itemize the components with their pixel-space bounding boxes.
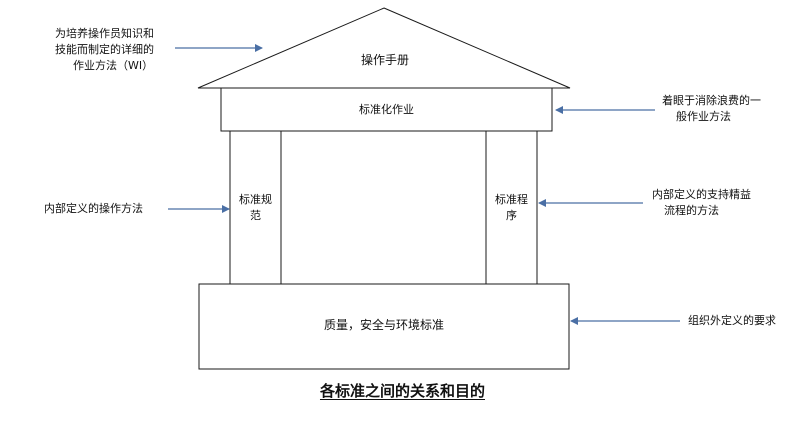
right-note-line-2: 流程的方法 xyxy=(664,204,719,217)
beam-note-line-1: 着眼于消除浪费的一 xyxy=(662,94,761,107)
diagram-title-text: 各标准之间的关系和目的 xyxy=(319,382,485,400)
left-note-line-1: 内部定义的操作方法 xyxy=(44,202,143,215)
beam-note-line-2: 般作业方法 xyxy=(676,110,731,123)
left-note: 内部定义的操作方法 xyxy=(44,201,143,217)
foundation-label: 质量，安全与环境标准 xyxy=(323,318,444,332)
beam-note: 着眼于消除浪费的一 般作业方法 xyxy=(662,93,761,125)
right-pillar-line-2: 序 xyxy=(506,209,517,222)
left-pillar-line-1: 标准规 xyxy=(239,193,272,206)
right-note: 内部定义的支持精益 流程的方法 xyxy=(652,187,751,219)
roof-label: 操作手册 xyxy=(360,53,409,67)
diagram-title: 各标准之间的关系和目的 xyxy=(0,380,805,401)
roof-note-line-3: 作业方法（WI） xyxy=(73,59,154,72)
beam-label: 标准化作业 xyxy=(359,103,414,116)
foundation-note-line-1: 组织外定义的要求 xyxy=(688,314,776,327)
left-pillar-shape xyxy=(229,130,282,285)
right-pillar-label: 标准程 序 xyxy=(486,192,537,224)
right-note-line-1: 内部定义的支持精益 xyxy=(652,188,751,201)
left-pillar-label: 标准规 范 xyxy=(230,192,281,224)
beam-shape xyxy=(220,87,553,132)
foundation-shape xyxy=(198,283,570,370)
left-pillar-line-2: 范 xyxy=(250,209,261,222)
right-pillar-shape xyxy=(485,130,538,285)
roof-note-line-2: 技能而制定的详细的 xyxy=(55,43,154,56)
roof-note-line-1: 为培养操作员知识和 xyxy=(55,27,154,40)
right-pillar-line-1: 标准程 xyxy=(495,193,528,206)
foundation-note: 组织外定义的要求 xyxy=(688,313,776,329)
roof-note: 为培养操作员知识和 技能而制定的详细的 作业方法（WI） xyxy=(55,26,154,74)
